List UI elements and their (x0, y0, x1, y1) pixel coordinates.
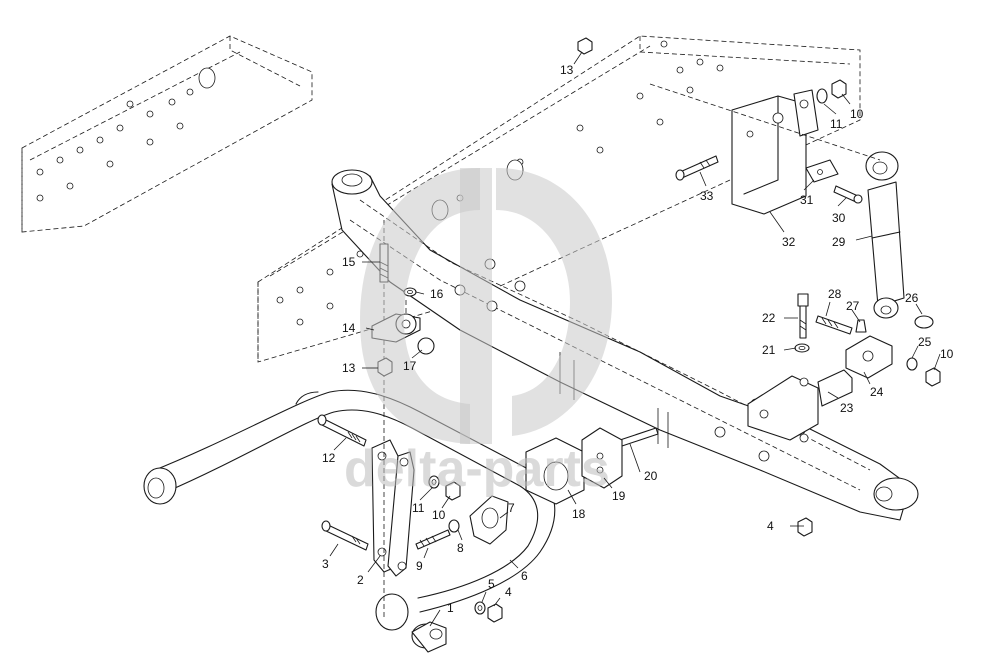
callout-4: 4 (767, 519, 774, 533)
callout-10: 10 (432, 508, 446, 522)
washer-part-21 (794, 343, 810, 353)
callout-16: 16 (430, 287, 444, 301)
callout-9: 9 (416, 559, 423, 573)
callout-22: 22 (762, 311, 776, 325)
callout-10: 10 (850, 107, 864, 121)
callout-5: 5 (488, 577, 495, 591)
bracket-part-23 (747, 369, 853, 443)
washer-part-8 (448, 519, 460, 533)
circlip-part-26 (914, 315, 934, 329)
callout-31: 31 (800, 193, 814, 207)
nut-part-10-right (925, 367, 941, 387)
nut-part-4-axle (797, 517, 813, 537)
bolt-part-9 (415, 529, 451, 550)
callout-20: 20 (644, 469, 658, 483)
nut-part-10-top (831, 79, 847, 99)
callout-3: 3 (322, 557, 329, 571)
watermark-logo: delta-parts (344, 168, 612, 498)
rubber-bushing-part-18 (525, 437, 585, 505)
callout-15: 15 (342, 255, 356, 269)
bracket-block-part-19 (581, 427, 623, 489)
callout-30: 30 (832, 211, 846, 225)
callout-7: 7 (508, 501, 515, 515)
nut-part-10-lower (445, 481, 461, 501)
callout-24: 24 (870, 385, 884, 399)
bolt-part-30 (833, 185, 863, 204)
callout-labels: 1 2 3 4 4 5 6 7 8 9 10 10 10 11 11 12 13… (322, 63, 954, 615)
grease-fitting-part-27 (855, 319, 867, 333)
washer-part-25 (906, 357, 918, 371)
pin-part-20 (619, 427, 659, 447)
callout-21: 21 (762, 343, 776, 357)
callout-19: 19 (612, 489, 626, 503)
callout-leaders (329, 51, 941, 627)
callout-13: 13 (342, 361, 356, 375)
washer-part-11 (428, 475, 440, 489)
lower-bracket-part-24 (845, 335, 893, 379)
callout-27: 27 (846, 299, 860, 313)
callout-18: 18 (572, 507, 586, 521)
callout-11: 11 (830, 117, 843, 131)
callout-1: 1 (447, 601, 454, 615)
clamp-part-7 (469, 495, 509, 545)
bolt-part-12 (317, 414, 367, 447)
callout-17: 17 (403, 359, 417, 373)
bolt-part-33 (675, 155, 719, 181)
bolt-part-3 (321, 520, 369, 551)
callout-25: 25 (918, 335, 932, 349)
frame-rail-left (21, 35, 313, 233)
bushing-part (411, 621, 447, 653)
callout-14: 14 (342, 321, 356, 335)
plate-part-31 (805, 159, 839, 183)
callout-8: 8 (457, 541, 464, 555)
nut-part-13-top (577, 37, 593, 55)
bolt-part-28 (815, 315, 853, 335)
washer-part-11-top (816, 88, 828, 104)
callout-12: 12 (322, 451, 336, 465)
washer-part-5 (474, 601, 486, 615)
nut-part-4-lower (487, 603, 503, 623)
callout-13: 13 (560, 63, 574, 77)
callout-4: 4 (505, 585, 512, 599)
callout-10: 10 (940, 347, 954, 361)
callout-28: 28 (828, 287, 842, 301)
washer-part-16 (403, 287, 417, 297)
bolt-part-22 (797, 293, 809, 339)
callout-2: 2 (357, 573, 364, 587)
shock-absorber-part-29 (865, 151, 905, 319)
callout-6: 6 (521, 569, 528, 583)
link-bracket (371, 220, 415, 620)
watermark-text: delta-parts (344, 440, 610, 498)
callout-33: 33 (700, 189, 714, 203)
shock-bracket-part-32 (731, 89, 819, 215)
callout-32: 32 (782, 235, 796, 249)
callout-11: 11 (412, 501, 425, 515)
callout-29: 29 (832, 235, 846, 249)
callout-23: 23 (840, 401, 854, 415)
callout-26: 26 (905, 291, 919, 305)
